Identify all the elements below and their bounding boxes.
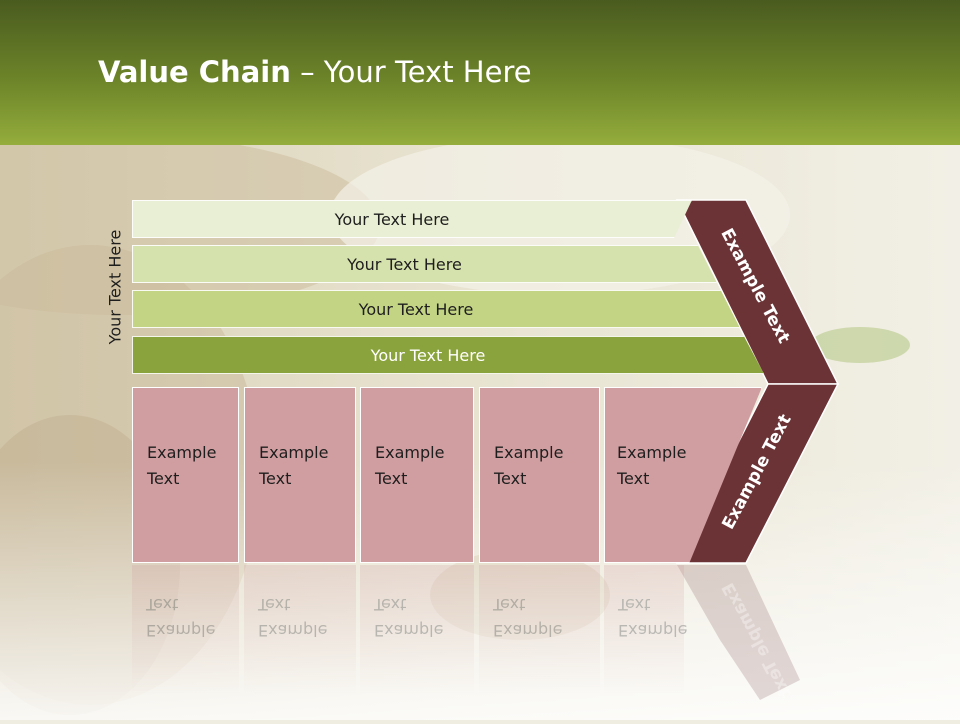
box-4-reflection-line1: Example xyxy=(493,621,563,640)
box-3-reflection-line2: Text xyxy=(374,595,407,614)
box-1-reflection-line2: Text xyxy=(146,595,179,614)
title-bold-part: Value Chain xyxy=(98,55,291,89)
box-5-line2: Text xyxy=(617,469,650,488)
box-2-reflection: Example Text xyxy=(244,565,356,695)
bar-1: Your Text Here xyxy=(132,200,692,238)
box-4-line1: Example xyxy=(494,443,564,462)
side-label: Your Text Here xyxy=(105,229,125,345)
box-2-reflection-line1: Example xyxy=(258,621,328,640)
slide-title: Value Chain – Your Text Here xyxy=(98,55,532,89)
box-3-line1: Example xyxy=(375,443,445,462)
bar-1-label: Your Text Here xyxy=(334,209,450,229)
box-2-line1: Example xyxy=(259,443,329,462)
box-4-line2: Text xyxy=(494,469,527,488)
title-bar xyxy=(0,0,960,145)
box-5-reflection-line1: Example xyxy=(618,621,688,640)
box-2-reflection-line2: Text xyxy=(258,595,291,614)
box-1-line1: Example xyxy=(147,443,217,462)
box-4-reflection: Example Text xyxy=(479,565,600,695)
box-5-reflection: Example Text xyxy=(604,565,688,695)
bar-3-label: Your Text Here xyxy=(358,299,474,319)
bar-3: Your Text Here xyxy=(132,290,740,328)
title-rest-part: – Your Text Here xyxy=(290,55,532,89)
box-5-reflection-line2: Text xyxy=(618,595,651,614)
chevron-reflection xyxy=(677,565,800,700)
box-5-line1: Example xyxy=(617,443,687,462)
bar-2-label: Your Text Here xyxy=(347,254,462,274)
box-2-line2: Text xyxy=(259,469,292,488)
box-3-reflection-line1: Example xyxy=(374,621,444,640)
bar-4: Your Text Here xyxy=(132,336,764,374)
box-3-reflection: Example Text xyxy=(360,565,474,695)
box-1-reflection: Example Text xyxy=(132,565,239,695)
box-4-reflection-line2: Text xyxy=(493,595,526,614)
bar-4-label: Your Text Here xyxy=(370,345,486,365)
box-1-reflection-line1: Example xyxy=(146,621,216,640)
box-3-line2: Text xyxy=(375,469,408,488)
bar-2: Your Text Here xyxy=(132,245,717,283)
box-1-line2: Text xyxy=(147,469,180,488)
